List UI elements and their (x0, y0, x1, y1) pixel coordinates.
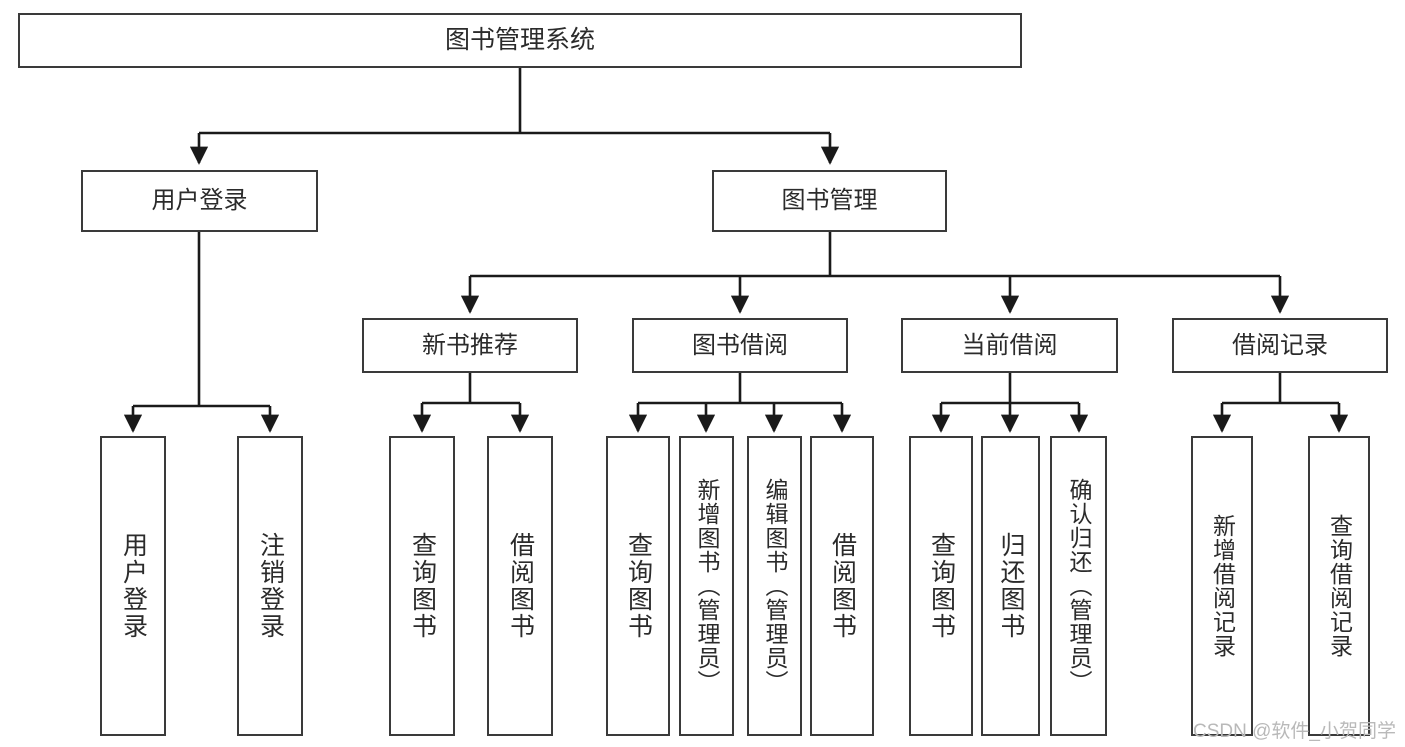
leaf-borrow-book-label: 借阅图书 (828, 532, 857, 640)
leaf-query-book-borrow-label: 查询图书 (624, 532, 653, 640)
node-borrow-record[interactable]: 借阅记录 (1172, 318, 1388, 373)
leaf-add-borrow-record-label: 新增借阅记录 (1209, 514, 1236, 658)
node-book-borrow[interactable]: 图书借阅 (632, 318, 848, 373)
node-new-book-recommend-label: 新书推荐 (422, 331, 518, 359)
node-user-login-label: 用户登录 (151, 187, 248, 215)
leaf-logout-label: 注销登录 (256, 532, 285, 640)
leaf-add-book-admin[interactable]: 新增图书（管理员） (679, 436, 734, 736)
node-new-book-recommend[interactable]: 新书推荐 (362, 318, 578, 373)
node-root[interactable]: 图书管理系统 (18, 13, 1022, 68)
leaf-edit-book-admin[interactable]: 编辑图书（管理员） (747, 436, 802, 736)
node-borrow-record-label: 借阅记录 (1232, 331, 1328, 359)
leaf-borrow-book-recommend[interactable]: 借阅图书 (487, 436, 553, 736)
leaf-user-login-label: 用户登录 (119, 532, 148, 640)
leaf-query-book-borrow[interactable]: 查询图书 (606, 436, 670, 736)
node-current-borrow[interactable]: 当前借阅 (901, 318, 1118, 373)
leaf-user-login[interactable]: 用户登录 (100, 436, 166, 736)
node-book-borrow-label: 图书借阅 (692, 331, 788, 359)
leaf-borrow-book[interactable]: 借阅图书 (810, 436, 874, 736)
leaf-logout[interactable]: 注销登录 (237, 436, 303, 736)
watermark-text: CSDN @软件_小贺同学 (1193, 721, 1396, 742)
leaf-query-borrow-record[interactable]: 查询借阅记录 (1308, 436, 1370, 736)
leaf-borrow-book-recommend-label: 借阅图书 (506, 532, 535, 640)
leaf-query-book-recommend[interactable]: 查询图书 (389, 436, 455, 736)
node-book-management[interactable]: 图书管理 (712, 170, 947, 232)
leaf-query-borrow-record-label: 查询借阅记录 (1326, 514, 1353, 658)
leaf-add-borrow-record[interactable]: 新增借阅记录 (1191, 436, 1253, 736)
leaf-return-book-label: 归还图书 (997, 532, 1025, 640)
leaf-add-book-admin-label: 新增图书（管理员） (694, 478, 720, 694)
leaf-confirm-return-admin[interactable]: 确认归还（管理员） (1050, 436, 1107, 736)
node-user-login[interactable]: 用户登录 (81, 170, 318, 232)
leaf-query-book-recommend-label: 查询图书 (408, 532, 437, 640)
leaf-edit-book-admin-label: 编辑图书（管理员） (762, 478, 788, 694)
leaf-query-book-current[interactable]: 查询图书 (909, 436, 973, 736)
leaf-confirm-return-admin-label: 确认归还（管理员） (1066, 478, 1092, 694)
node-book-management-label: 图书管理 (781, 187, 878, 215)
node-current-borrow-label: 当前借阅 (961, 331, 1058, 359)
node-root-label: 图书管理系统 (444, 26, 595, 55)
leaf-query-book-current-label: 查询图书 (927, 532, 956, 640)
leaf-return-book[interactable]: 归还图书 (981, 436, 1040, 736)
